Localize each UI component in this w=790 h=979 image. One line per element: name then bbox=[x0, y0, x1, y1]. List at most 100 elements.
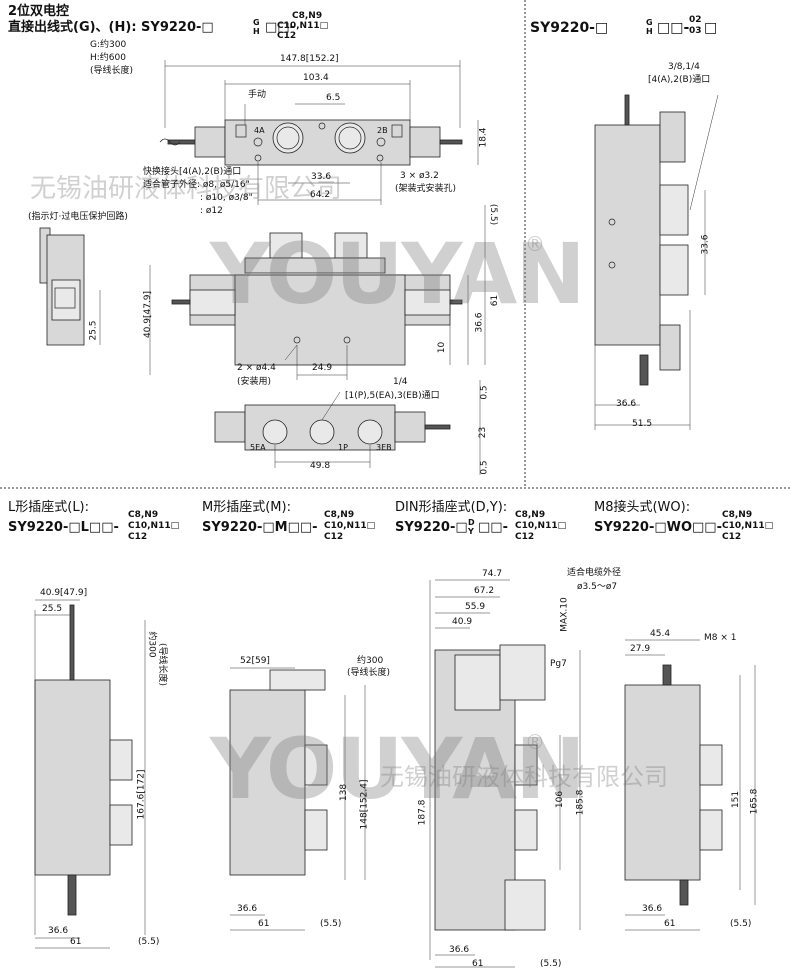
dim-24-9: 24.9 bbox=[312, 363, 333, 373]
dim-64-2: 64.2 bbox=[310, 190, 331, 200]
dim-25-5: 25.5 bbox=[88, 320, 99, 341]
wo-sfx-3: C12 bbox=[722, 532, 742, 542]
bottom-view-dims bbox=[274, 380, 481, 475]
title-suffix-1: C8,N9 bbox=[292, 11, 323, 21]
bottom-view-din bbox=[429, 579, 581, 968]
tr-dim-36-6: 36.6 bbox=[616, 399, 637, 409]
side-view-dims bbox=[99, 265, 151, 375]
tr-port: [4(A),2(B)通口 bbox=[648, 75, 711, 85]
hole-3x3-2: 3 × ø3.2 bbox=[400, 171, 439, 181]
fitting-line-2: 适合管子外径: ø8, ø5/16" bbox=[143, 180, 250, 190]
title-double-solenoid: 2位双电控 bbox=[8, 4, 70, 19]
dim-33-6: 33.6 bbox=[311, 172, 332, 182]
valve-side-view bbox=[39, 227, 85, 346]
dim-49-8: 49.8 bbox=[310, 461, 331, 471]
valve-top-view bbox=[159, 119, 463, 166]
wo-dim-off: (5.5) bbox=[730, 919, 752, 929]
din-dim-w2: 61 bbox=[472, 959, 484, 969]
l-sfx-2: C10,N11□ bbox=[128, 521, 180, 531]
din-dim-w1: 36.6 bbox=[449, 945, 470, 955]
port-3eb: 3EB bbox=[376, 443, 392, 452]
dim-36-6-front: 36.6 bbox=[474, 312, 485, 333]
l-sfx-3: C12 bbox=[128, 532, 148, 542]
valve-front-view bbox=[171, 232, 463, 366]
l-lead: 约300 bbox=[146, 631, 157, 658]
bottom-view-wo bbox=[624, 639, 756, 931]
port-5ea: 5EA bbox=[250, 443, 266, 452]
wo-dim-a: 45.4 bbox=[650, 629, 671, 639]
bottom-view-m bbox=[229, 667, 366, 931]
wo-title-1: M8接头式(WO): bbox=[594, 500, 691, 515]
tr-dim-51-5: 51.5 bbox=[632, 419, 653, 429]
tr-title-mid: □□- bbox=[657, 20, 690, 36]
l-dim-off: (5.5) bbox=[138, 937, 160, 947]
m-sfx-3: C12 bbox=[324, 532, 344, 542]
din-dim-h1: 106 bbox=[555, 790, 566, 809]
m-lead: 约300 bbox=[357, 656, 384, 666]
m-lead-note: (导线长度) bbox=[347, 668, 391, 678]
wo-dim-h1: 151 bbox=[731, 790, 742, 809]
din-pg: Pg7 bbox=[550, 659, 567, 669]
m-dim-off: (5.5) bbox=[320, 919, 342, 929]
title-suffix-3: C12 bbox=[277, 31, 297, 41]
fitting-line-3: : ø10, ø3/8" bbox=[200, 193, 253, 203]
l-dim-w2: 61 bbox=[70, 937, 82, 947]
wo-dim-w1: 36.6 bbox=[642, 904, 663, 914]
din-title-2: SY9220-□ bbox=[395, 520, 468, 535]
l-dim-a: 40.9[47.9] bbox=[40, 588, 88, 598]
dim-0-5-a: 0.5 bbox=[479, 385, 490, 400]
m-dim-w1: 36.6 bbox=[237, 904, 258, 914]
port-note-bottom: [1(P),5(EA),3(EB)通口 bbox=[345, 391, 440, 401]
valve-bottom-view bbox=[214, 404, 451, 451]
wo-title-2: SY9220-□WO□□- bbox=[594, 520, 722, 535]
din-cable: 适合电缆外径 bbox=[567, 568, 622, 578]
tr-title: SY9220-□ bbox=[530, 20, 609, 36]
tr-title-sfx-2: 03 bbox=[689, 26, 702, 36]
dim-147-8: 147.8[152.2] bbox=[280, 54, 339, 64]
l-dim-b: 25.5 bbox=[42, 604, 63, 614]
port-1p: 1P bbox=[338, 443, 348, 452]
din-dim-off: (5.5) bbox=[540, 959, 562, 969]
dim-61-top: 61 bbox=[490, 294, 501, 307]
dim-40-9: 40.9[47.9] bbox=[143, 290, 154, 339]
din-sfx-1: C8,N9 bbox=[515, 510, 546, 520]
m-title-2: SY9220-□M□□- bbox=[202, 520, 318, 535]
m-dim-h1: 138 bbox=[339, 783, 350, 802]
tr-title-end: □ bbox=[704, 20, 718, 36]
hole-3-note: (架装式安装孔) bbox=[395, 184, 457, 194]
wo-dim-b: 27.9 bbox=[630, 644, 651, 654]
wo-dim-h2: 165.8 bbox=[749, 788, 760, 815]
m-dim-w2: 61 bbox=[258, 919, 270, 929]
din-max: MAX.10 bbox=[559, 597, 570, 632]
lead-note: (导线长度) bbox=[90, 66, 134, 76]
l-sfx-1: C8,N9 bbox=[128, 510, 159, 520]
l-dim-h: 167.6[172] bbox=[136, 769, 147, 820]
din-cable-d: ø3.5～ø7 bbox=[577, 582, 618, 592]
lead-h: H:约600 bbox=[90, 53, 126, 63]
l-title-1: L形插座式(L): bbox=[8, 500, 90, 515]
dim-6-5: 6.5 bbox=[326, 93, 341, 103]
din-title-dy: D Y bbox=[468, 518, 475, 536]
m-sfx-2: C10,N11□ bbox=[324, 521, 376, 531]
lead-g: G:约300 bbox=[90, 40, 127, 50]
label-indicator: (指示灯·过电压保护回路) bbox=[28, 212, 128, 222]
din-dim-h3: 187.8 bbox=[417, 799, 428, 826]
wo-sfx-2: C10,N11□ bbox=[722, 521, 774, 531]
tr-title-gh: G H bbox=[646, 18, 653, 36]
m-sfx-1: C8,N9 bbox=[324, 510, 355, 520]
m-dim-h2: 148[152.4] bbox=[359, 779, 370, 830]
hole-2x4-4: 2 × ø4.4 bbox=[237, 363, 276, 373]
din-sfx-2: C10,N11□ bbox=[515, 521, 567, 531]
label-manual: 手动 bbox=[248, 90, 267, 100]
pipe-1-4: 1/4 bbox=[393, 377, 408, 387]
fitting-line-4: : ø12 bbox=[200, 206, 223, 216]
top-view-dims bbox=[164, 60, 479, 205]
title-boxes: □□- bbox=[265, 20, 295, 35]
tr-dim-33-6: 33.6 bbox=[700, 234, 711, 255]
dim-10: 10 bbox=[437, 341, 448, 354]
l-title-2: SY9220-□L□□- bbox=[8, 520, 119, 535]
din-sfx-3: C12 bbox=[515, 532, 535, 542]
end-view-dims bbox=[594, 94, 719, 430]
din-dim-c: 55.9 bbox=[465, 602, 486, 612]
